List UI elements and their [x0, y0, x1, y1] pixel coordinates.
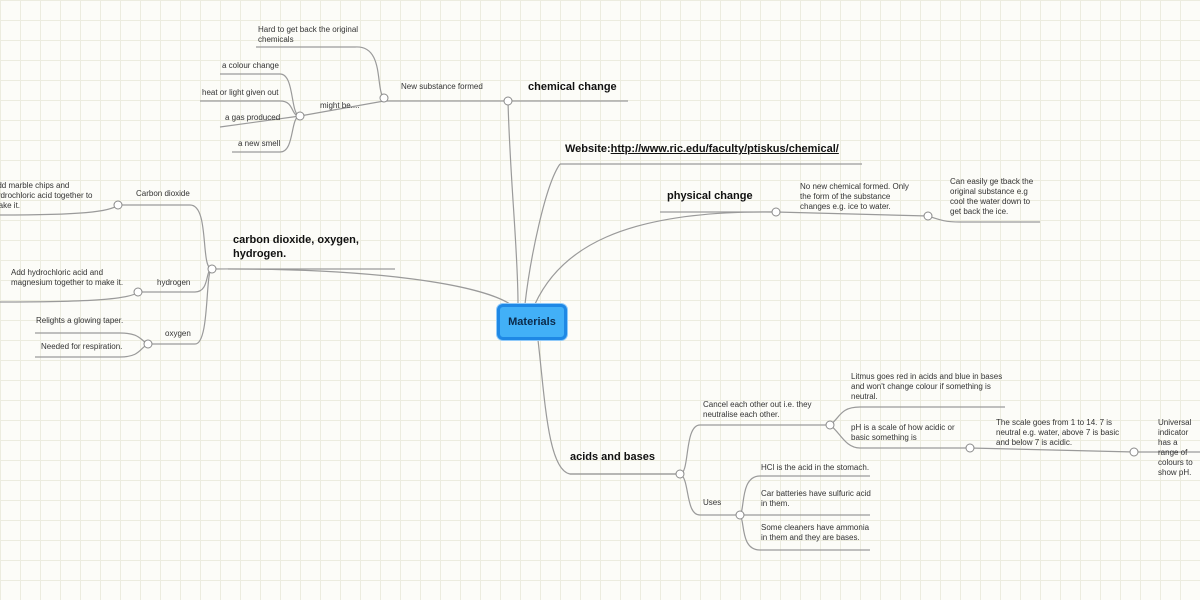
- node-colour-change[interactable]: a colour change: [222, 61, 279, 70]
- node-ph-scale[interactable]: pH is a scale of how acidic or basic som…: [851, 423, 955, 442]
- node-new-smell[interactable]: a new smell: [238, 139, 281, 148]
- node-hcl-stomach[interactable]: HCl is the acid in the stomach.: [761, 463, 870, 472]
- branch-gases[interactable]: carbon dioxide, oxygen, hydrogen.: [233, 234, 359, 260]
- node-scale-range[interactable]: The scale goes from 1 to 14. 7 is neutra…: [996, 418, 1120, 447]
- node-no-new-chemical[interactable]: No new chemical formed. Only the form of…: [800, 182, 909, 211]
- node-carbon-dioxide[interactable]: Carbon dioxide: [136, 189, 190, 198]
- branch-physical-change[interactable]: physical change: [667, 190, 753, 202]
- node-cancel-out[interactable]: Cancel each other out i.e. they neutrali…: [703, 400, 812, 419]
- website-prefix: Website:: [565, 143, 611, 155]
- central-topic[interactable]: Materials: [497, 304, 567, 340]
- node-universal-indicator[interactable]: Universal indicator has a range of colou…: [1158, 418, 1193, 477]
- node-heat-light[interactable]: heat or light given out: [202, 88, 279, 97]
- node-might-be[interactable]: might be....: [320, 101, 360, 110]
- node-car-batteries[interactable]: Car batteries have sulfuric acid in them…: [761, 489, 871, 508]
- node-oxygen[interactable]: oxygen: [165, 329, 191, 338]
- website-link[interactable]: http://www.ric.edu/faculty/ptiskus/chemi…: [610, 143, 839, 155]
- node-litmus[interactable]: Litmus goes red in acids and blue in bas…: [851, 372, 1003, 401]
- node-h2-detail[interactable]: Add hydrochloric acid and magnesium toge…: [11, 268, 124, 287]
- node-gas-produced[interactable]: a gas produced: [225, 113, 281, 122]
- branch-website[interactable]: Website:http://www.ric.edu/faculty/ptisk…: [565, 142, 839, 156]
- node-new-substance[interactable]: New substance formed: [401, 82, 483, 91]
- central-topic-label: Materials: [508, 316, 556, 328]
- branch-chemical-change[interactable]: chemical change: [528, 81, 617, 93]
- branch-acids-bases[interactable]: acids and bases: [570, 451, 655, 463]
- node-easily-get-back[interactable]: Can easily ge tback the original substan…: [950, 177, 1034, 216]
- node-respiration[interactable]: Needed for respiration.: [41, 342, 123, 351]
- node-co2-detail[interactable]: Add marble chips and hydrochloric acid t…: [0, 181, 93, 210]
- node-hard-to-get-back[interactable]: Hard to get back the original chemicals: [258, 25, 359, 44]
- node-uses[interactable]: Uses: [703, 498, 722, 507]
- node-relights-taper[interactable]: Relights a glowing taper.: [36, 316, 124, 325]
- node-hydrogen[interactable]: hydrogen: [157, 278, 191, 287]
- node-cleaners[interactable]: Some cleaners have ammonia in them and t…: [761, 523, 870, 542]
